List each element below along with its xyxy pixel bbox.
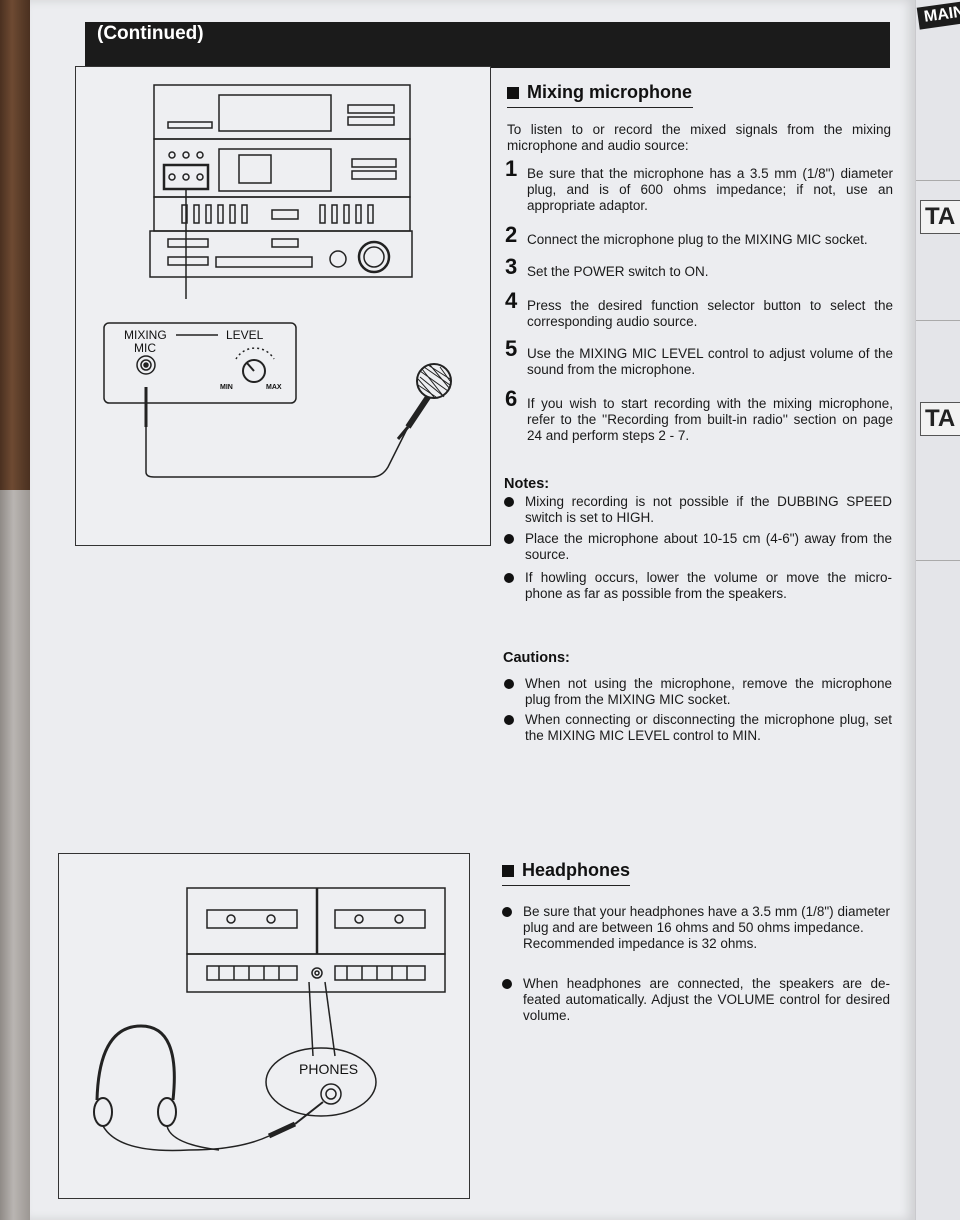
step-number: 4 (505, 288, 518, 313)
mic-label: MIC (134, 341, 156, 355)
cautions-heading: Cautions: (503, 650, 570, 666)
tab-ta-2: TA (920, 402, 960, 436)
min-label: MIN (220, 384, 233, 391)
step-4: 4 Press the desired function selector bu… (505, 290, 893, 330)
mixing-label: MIXING (124, 328, 167, 342)
heading-square-icon (507, 86, 519, 99)
facing-page-edge: MAIN TA TA (915, 0, 960, 1220)
step-text: Press the desired function selector butt… (527, 298, 893, 329)
bullet-icon (504, 497, 514, 507)
mixing-intro: To listen to or record the mixed signals… (507, 122, 891, 153)
banner-text: (Continued) (97, 23, 204, 44)
headphones-heading: Headphones (502, 860, 630, 886)
step-number: 5 (505, 336, 518, 361)
caution-item: When connecting or disconnecting the mic… (504, 712, 892, 744)
step-number: 6 (505, 386, 518, 411)
divider (916, 180, 960, 181)
step-3: 3 Set the POWER switch to ON. (505, 256, 893, 280)
step-number: 2 (505, 222, 518, 247)
step-text: Set the POWER switch to ON. (527, 264, 709, 279)
step-text: Be sure that the microphone has a 3.5 mm… (527, 166, 893, 213)
note-item: Place the microphone about 10-15 cm (4-6… (504, 531, 892, 563)
stereo-mic-illustration: MIXING MIC LEVEL MIN MAX (103, 84, 452, 478)
headphones-item: When headphones are connected, the speak… (502, 976, 890, 1024)
note-item: If howling occurs, lower the volume or m… (504, 570, 892, 602)
step-1: 1 Be sure that the microphone has a 3.5 … (505, 158, 893, 214)
step-5: 5 Use the MIXING MIC LEVEL control to ad… (505, 338, 893, 378)
step-number: 1 (505, 156, 518, 181)
cassette-headphones-illustration: PHONES (93, 887, 446, 1152)
bullet-icon (504, 715, 514, 725)
tab-main: MAIN (916, 0, 960, 30)
bullet-icon (504, 573, 514, 583)
step-text: If you wish to start recording with the … (527, 396, 893, 443)
heading-square-icon (502, 864, 514, 877)
max-label: MAX (266, 384, 282, 391)
step-text: Use the MIXING MIC LEVEL control to adju… (527, 346, 893, 377)
mixing-mic-heading: Mixing microphone (507, 82, 693, 108)
tab-ta-1: TA (920, 200, 960, 234)
divider (916, 560, 960, 561)
figure-headphones: PHONES (58, 853, 470, 1199)
step-6: 6 If you wish to start recording with th… (505, 388, 893, 444)
step-text: Connect the microphone plug to the MIXIN… (527, 232, 868, 247)
bullet-icon (502, 907, 512, 917)
bullet-icon (504, 679, 514, 689)
notes-heading: Notes: (504, 476, 550, 492)
divider (916, 320, 960, 321)
step-2: 2 Connect the microphone plug to the MIX… (505, 224, 893, 248)
section-banner: (Continued) (85, 22, 890, 68)
table-surface-lower (0, 490, 30, 1220)
phones-label: PHONES (299, 1061, 358, 1077)
level-label: LEVEL (226, 328, 264, 342)
caution-item: When not using the microphone, remove th… (504, 676, 892, 708)
step-number: 3 (505, 254, 518, 279)
headphones-item: Be sure that your headphones have a 3.5 … (502, 904, 890, 952)
note-item: Mixing recording is not possible if the … (504, 494, 892, 526)
bullet-icon (504, 534, 514, 544)
bullet-icon (502, 979, 512, 989)
figure-mixing-mic: MIXING MIC LEVEL MIN MAX (75, 66, 491, 546)
